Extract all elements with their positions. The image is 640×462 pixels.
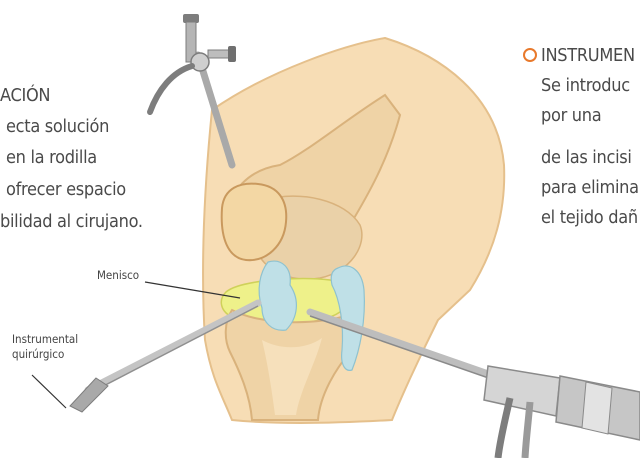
right-line-1: Se introduc [541, 74, 630, 98]
arthroscope-body [484, 366, 560, 416]
right-line-2: por una [541, 104, 601, 128]
right-line-5: el tejido dañ [541, 206, 638, 230]
left-line-3: ofrecer espacio [6, 178, 126, 202]
right-line-4: para elimina [541, 176, 639, 200]
arthroscope-grip [582, 382, 612, 434]
cannula-side-port [208, 50, 230, 58]
irrigation-tube [150, 66, 192, 112]
instrument-label-line-2: quirúrgico [12, 347, 64, 361]
right-line-3: de las incisi [541, 146, 632, 170]
right-heading: INSTRUMEN [541, 44, 635, 68]
arthroscope-cable-1 [498, 398, 510, 458]
cannula-knob [228, 46, 236, 62]
arthroscope-cable-2 [525, 402, 530, 458]
left-line-1: ecta solución [6, 115, 109, 139]
meniscus-label: Menisco [97, 268, 139, 282]
left-line-4: bilidad al cirujano. [0, 210, 143, 234]
instrument-label-line-1: Instrumental [12, 332, 78, 346]
bullet-ring-icon [523, 48, 537, 62]
instrument-leader-line [32, 375, 66, 408]
left-heading: ACIÓN [0, 84, 50, 108]
surgical-instrument-tip [70, 378, 108, 412]
left-line-2: en la rodilla [6, 146, 97, 170]
